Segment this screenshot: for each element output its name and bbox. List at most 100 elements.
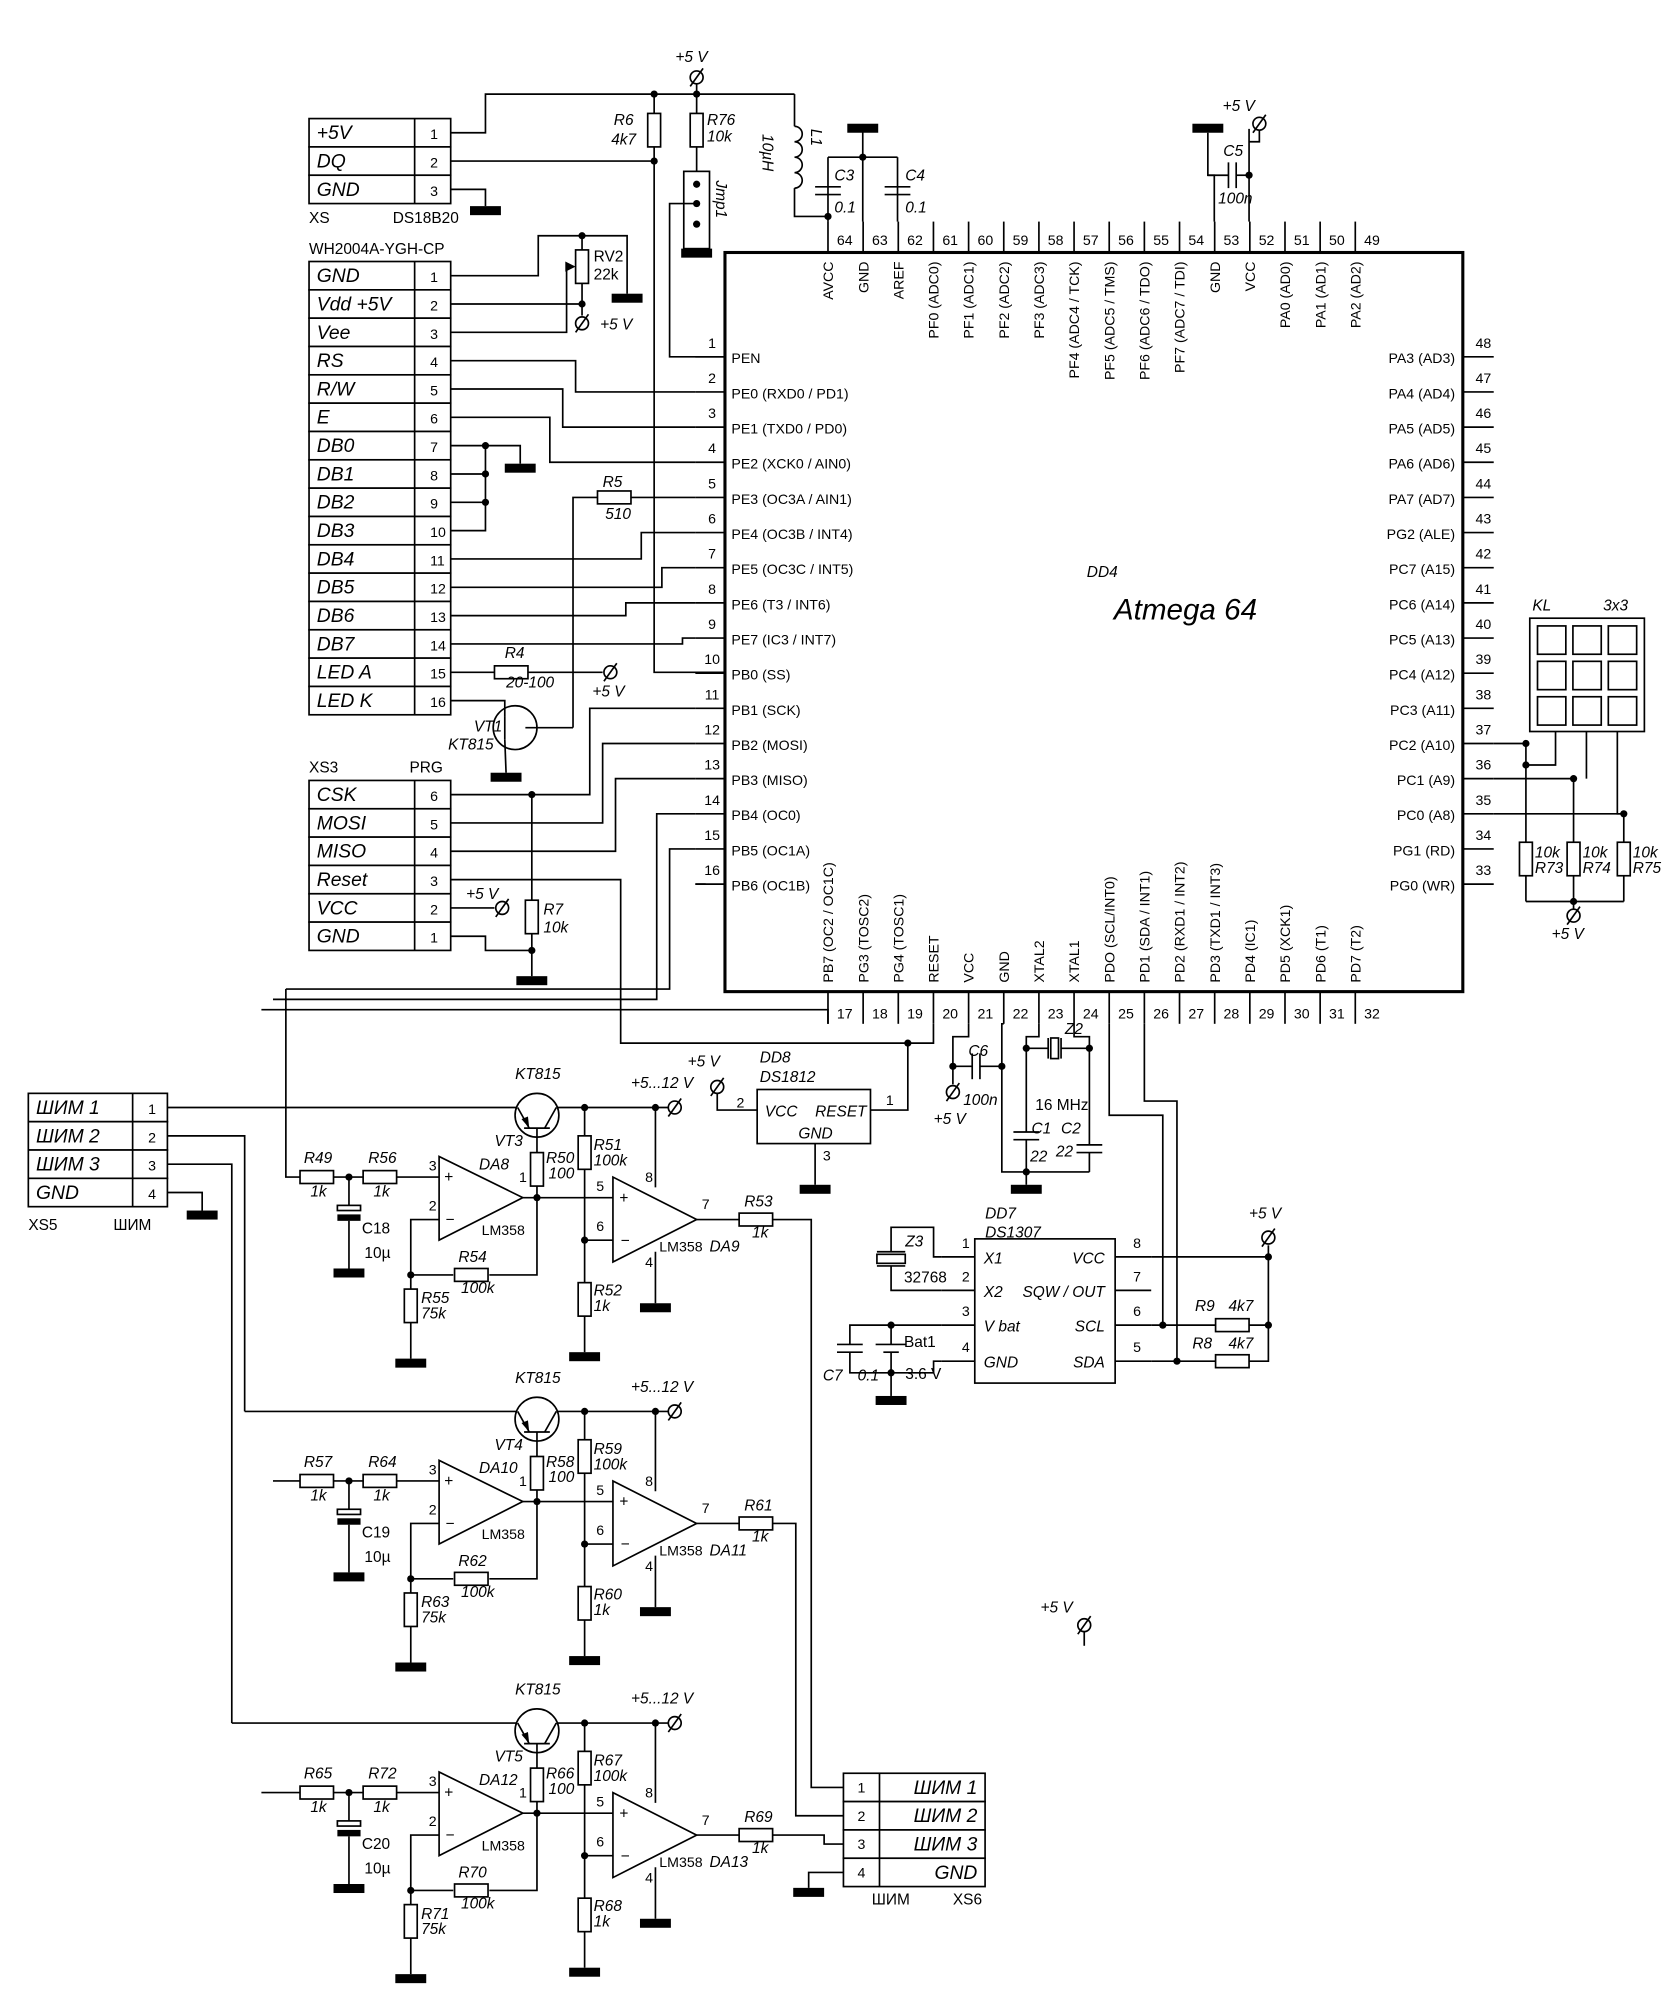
lcd-rows-12-label-label: DB6 <box>317 606 355 627</box>
inductor-l1 <box>794 125 803 189</box>
stages-0-rg-value-label: 75k <box>421 1306 447 1323</box>
rtc-r8-ref-label: R8 <box>1192 1335 1212 1352</box>
stages-0-rb-value-label: 1k <box>373 1183 391 1200</box>
ground-icon <box>875 1395 907 1405</box>
lcd-rows-8-pin-label: 9 <box>430 497 438 513</box>
resistor <box>646 112 662 148</box>
rtc-r8-value-label: 4k7 <box>1228 1335 1254 1352</box>
transistor-type-label: KT815 <box>515 1682 561 1699</box>
rtc-right-1-l-label: SQW / OUT <box>1022 1284 1106 1301</box>
resistor <box>362 1473 398 1489</box>
junction-dot <box>581 1719 589 1727</box>
opamp_pins-b_in_p-label: 5 <box>596 1179 604 1195</box>
wire <box>945 1082 961 1102</box>
wire <box>667 1713 682 1733</box>
pin-label: PA4 (AD4) <box>1388 386 1455 402</box>
pin-number: 19 <box>907 1007 923 1023</box>
resistor <box>453 1267 489 1283</box>
rtc-left-1-n-label: 2 <box>962 1269 970 1285</box>
ds18b20-name-label: DS18B20 <box>393 210 459 227</box>
pin-label: PE5 (OC3C / INT5) <box>731 562 853 578</box>
rtc-left-0-n-label: 1 <box>962 1236 970 1252</box>
pin-number: 57 <box>1083 233 1099 249</box>
xs6-rows-3-pin-label: 4 <box>858 1866 866 1882</box>
pin-label: RESET <box>927 935 943 983</box>
opamp_pins-minus-label: − <box>621 1232 630 1249</box>
wire <box>772 1218 844 1789</box>
wire <box>1566 906 1581 926</box>
resistor <box>529 1455 545 1491</box>
pin-number: 50 <box>1329 233 1345 249</box>
junction-dot <box>693 220 701 228</box>
pin-number: 35 <box>1476 793 1492 809</box>
opamp_pins-plus-label: + <box>444 1473 453 1490</box>
rtc-left-0-l-label: X1 <box>983 1250 1003 1267</box>
lcd-rows-0-label-label: GND <box>317 266 360 287</box>
pin-label: PC5 (A13) <box>1389 632 1455 648</box>
wire <box>485 444 522 464</box>
pin-label: PE3 (OC3A / AIN1) <box>731 492 851 508</box>
ground-icon <box>395 1358 427 1368</box>
stages-2-rc-ref-label: R66 <box>546 1765 575 1782</box>
lcd-rows-5-pin-label: 6 <box>430 412 438 428</box>
lcd-name-label: WH2004A-YGH-CP <box>309 241 445 258</box>
resistor <box>362 1169 398 1185</box>
pin-label: PC4 (A12) <box>1389 668 1455 684</box>
pin-number: 10 <box>704 652 720 668</box>
lcd-rows-8-label-label: DB2 <box>317 493 355 514</box>
pin-label: PG2 (ALE) <box>1387 527 1455 543</box>
junction-dot <box>651 1103 660 1112</box>
stages-1-ra-ref-label: R57 <box>304 1454 334 1471</box>
wire <box>653 146 725 674</box>
stages-2-rd-ref-label: R67 <box>594 1753 624 1770</box>
wire <box>450 359 696 393</box>
stages-2-c-ref-label: C20 <box>362 1836 390 1853</box>
rtc-chip-dd7 <box>973 1238 1116 1384</box>
pin-label: PC3 (A11) <box>1390 703 1455 719</box>
opamp_pins-gnd-label: 4 <box>645 1559 653 1575</box>
resistor <box>299 1473 335 1489</box>
reset-supply-label: +5 V <box>688 1053 722 1070</box>
prg-rows-2-label-label: MISO <box>317 842 366 863</box>
pin-number: 24 <box>1083 1007 1099 1023</box>
pin-number: 3 <box>708 406 716 422</box>
pin-label: PA2 (AD2) <box>1348 262 1364 329</box>
ground-icon <box>395 1974 427 1984</box>
stages-2-rb-value-label: 1k <box>373 1799 391 1816</box>
resistor <box>1616 841 1632 877</box>
pin-label: PE6 (T3 / INT6) <box>731 597 830 613</box>
prg-rows-1-label-label: MOSI <box>317 813 367 834</box>
connector-row <box>308 373 452 404</box>
stages-0-rout-value-label: 1k <box>752 1225 770 1242</box>
opamp_pins-gnd-label: 4 <box>645 1255 653 1271</box>
stages-1-da2t-label: LM358 <box>659 1544 702 1560</box>
rtc-right-0-n-label: 8 <box>1133 1236 1141 1252</box>
pin-label: PE7 (IC3 / INT7) <box>731 632 836 648</box>
resistor <box>1214 1353 1250 1369</box>
stages-1-rc-value-label: 100 <box>549 1469 575 1486</box>
rtc-c7-value-label: 0.1 <box>858 1368 879 1385</box>
pin-number: 49 <box>1364 233 1380 249</box>
pin-label: PA7 (AD7) <box>1388 492 1455 508</box>
pin-number: 25 <box>1118 1007 1134 1023</box>
resistor <box>596 490 632 505</box>
stages-2-supply-label: +5...12 V <box>631 1691 695 1708</box>
wire <box>772 1834 844 1845</box>
stages-1-rfb-ref-label: R62 <box>458 1553 487 1570</box>
pin-label: PD7 (T2) <box>1348 925 1364 982</box>
pin-label: PC7 (A15) <box>1389 562 1455 578</box>
pin-number: 53 <box>1224 233 1240 249</box>
stages-1-rlow-ref-label: R60 <box>594 1586 623 1603</box>
ground-icon <box>333 1268 365 1278</box>
stages-2-rout-value-label: 1k <box>752 1840 770 1857</box>
pin-number: 44 <box>1476 476 1492 492</box>
capacitor-plate <box>336 1508 362 1516</box>
opamp_pins-b_out-label: 7 <box>702 1501 710 1517</box>
connector-row <box>308 174 452 205</box>
ds18b20-rows-0-label-label: +5V <box>317 123 354 144</box>
pin-label: AVCC <box>821 262 837 300</box>
pin-number: 26 <box>1153 1007 1169 1023</box>
wire <box>543 1411 558 1433</box>
opamp_pins-gnd-label: 4 <box>645 1871 653 1887</box>
